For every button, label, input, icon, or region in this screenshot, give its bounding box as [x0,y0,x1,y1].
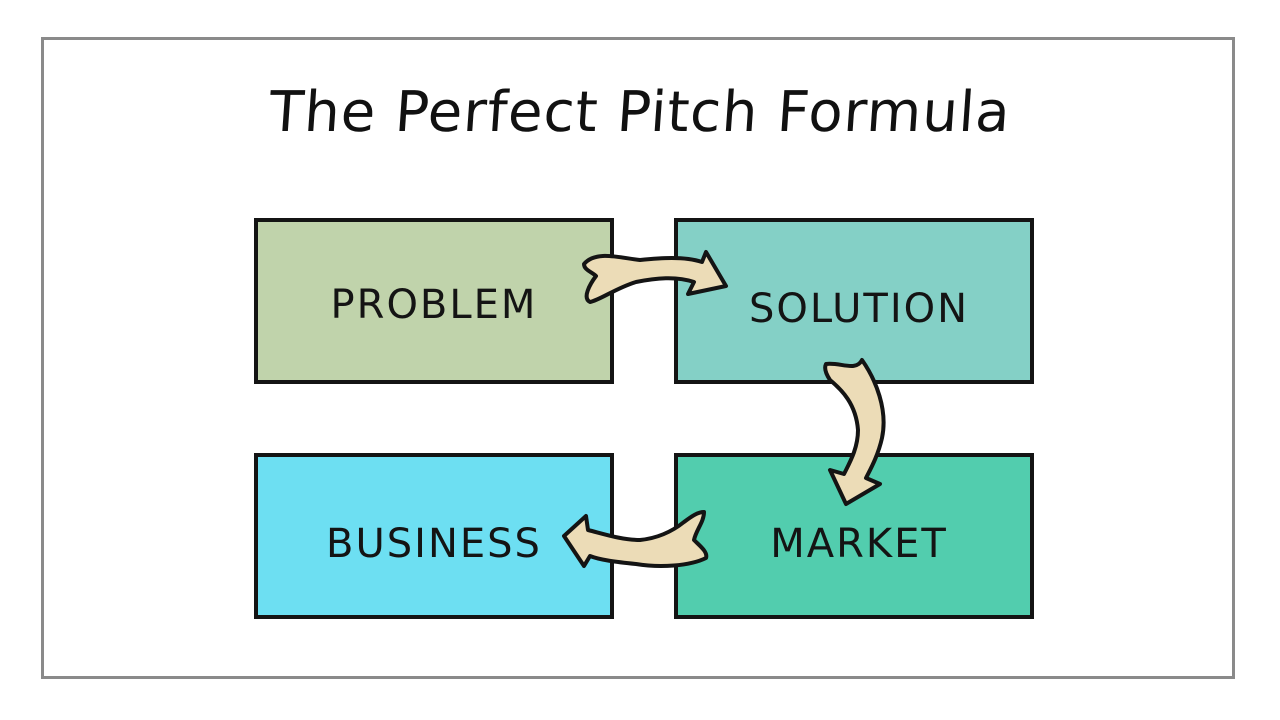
diagram-title: The Perfect Pitch Formula [266,80,1014,145]
slide-frame [41,37,1235,679]
step-box-business: BUSINESS [254,453,614,619]
step-label-market: MARKET [770,521,948,567]
step-box-solution: SOLUTION [674,218,1034,384]
step-label-problem: PROBLEM [330,282,538,328]
step-label-business: BUSINESS [326,521,542,567]
step-box-problem: PROBLEM [254,218,614,384]
step-box-market: MARKET [674,453,1034,619]
step-label-solution: SOLUTION [748,286,970,332]
